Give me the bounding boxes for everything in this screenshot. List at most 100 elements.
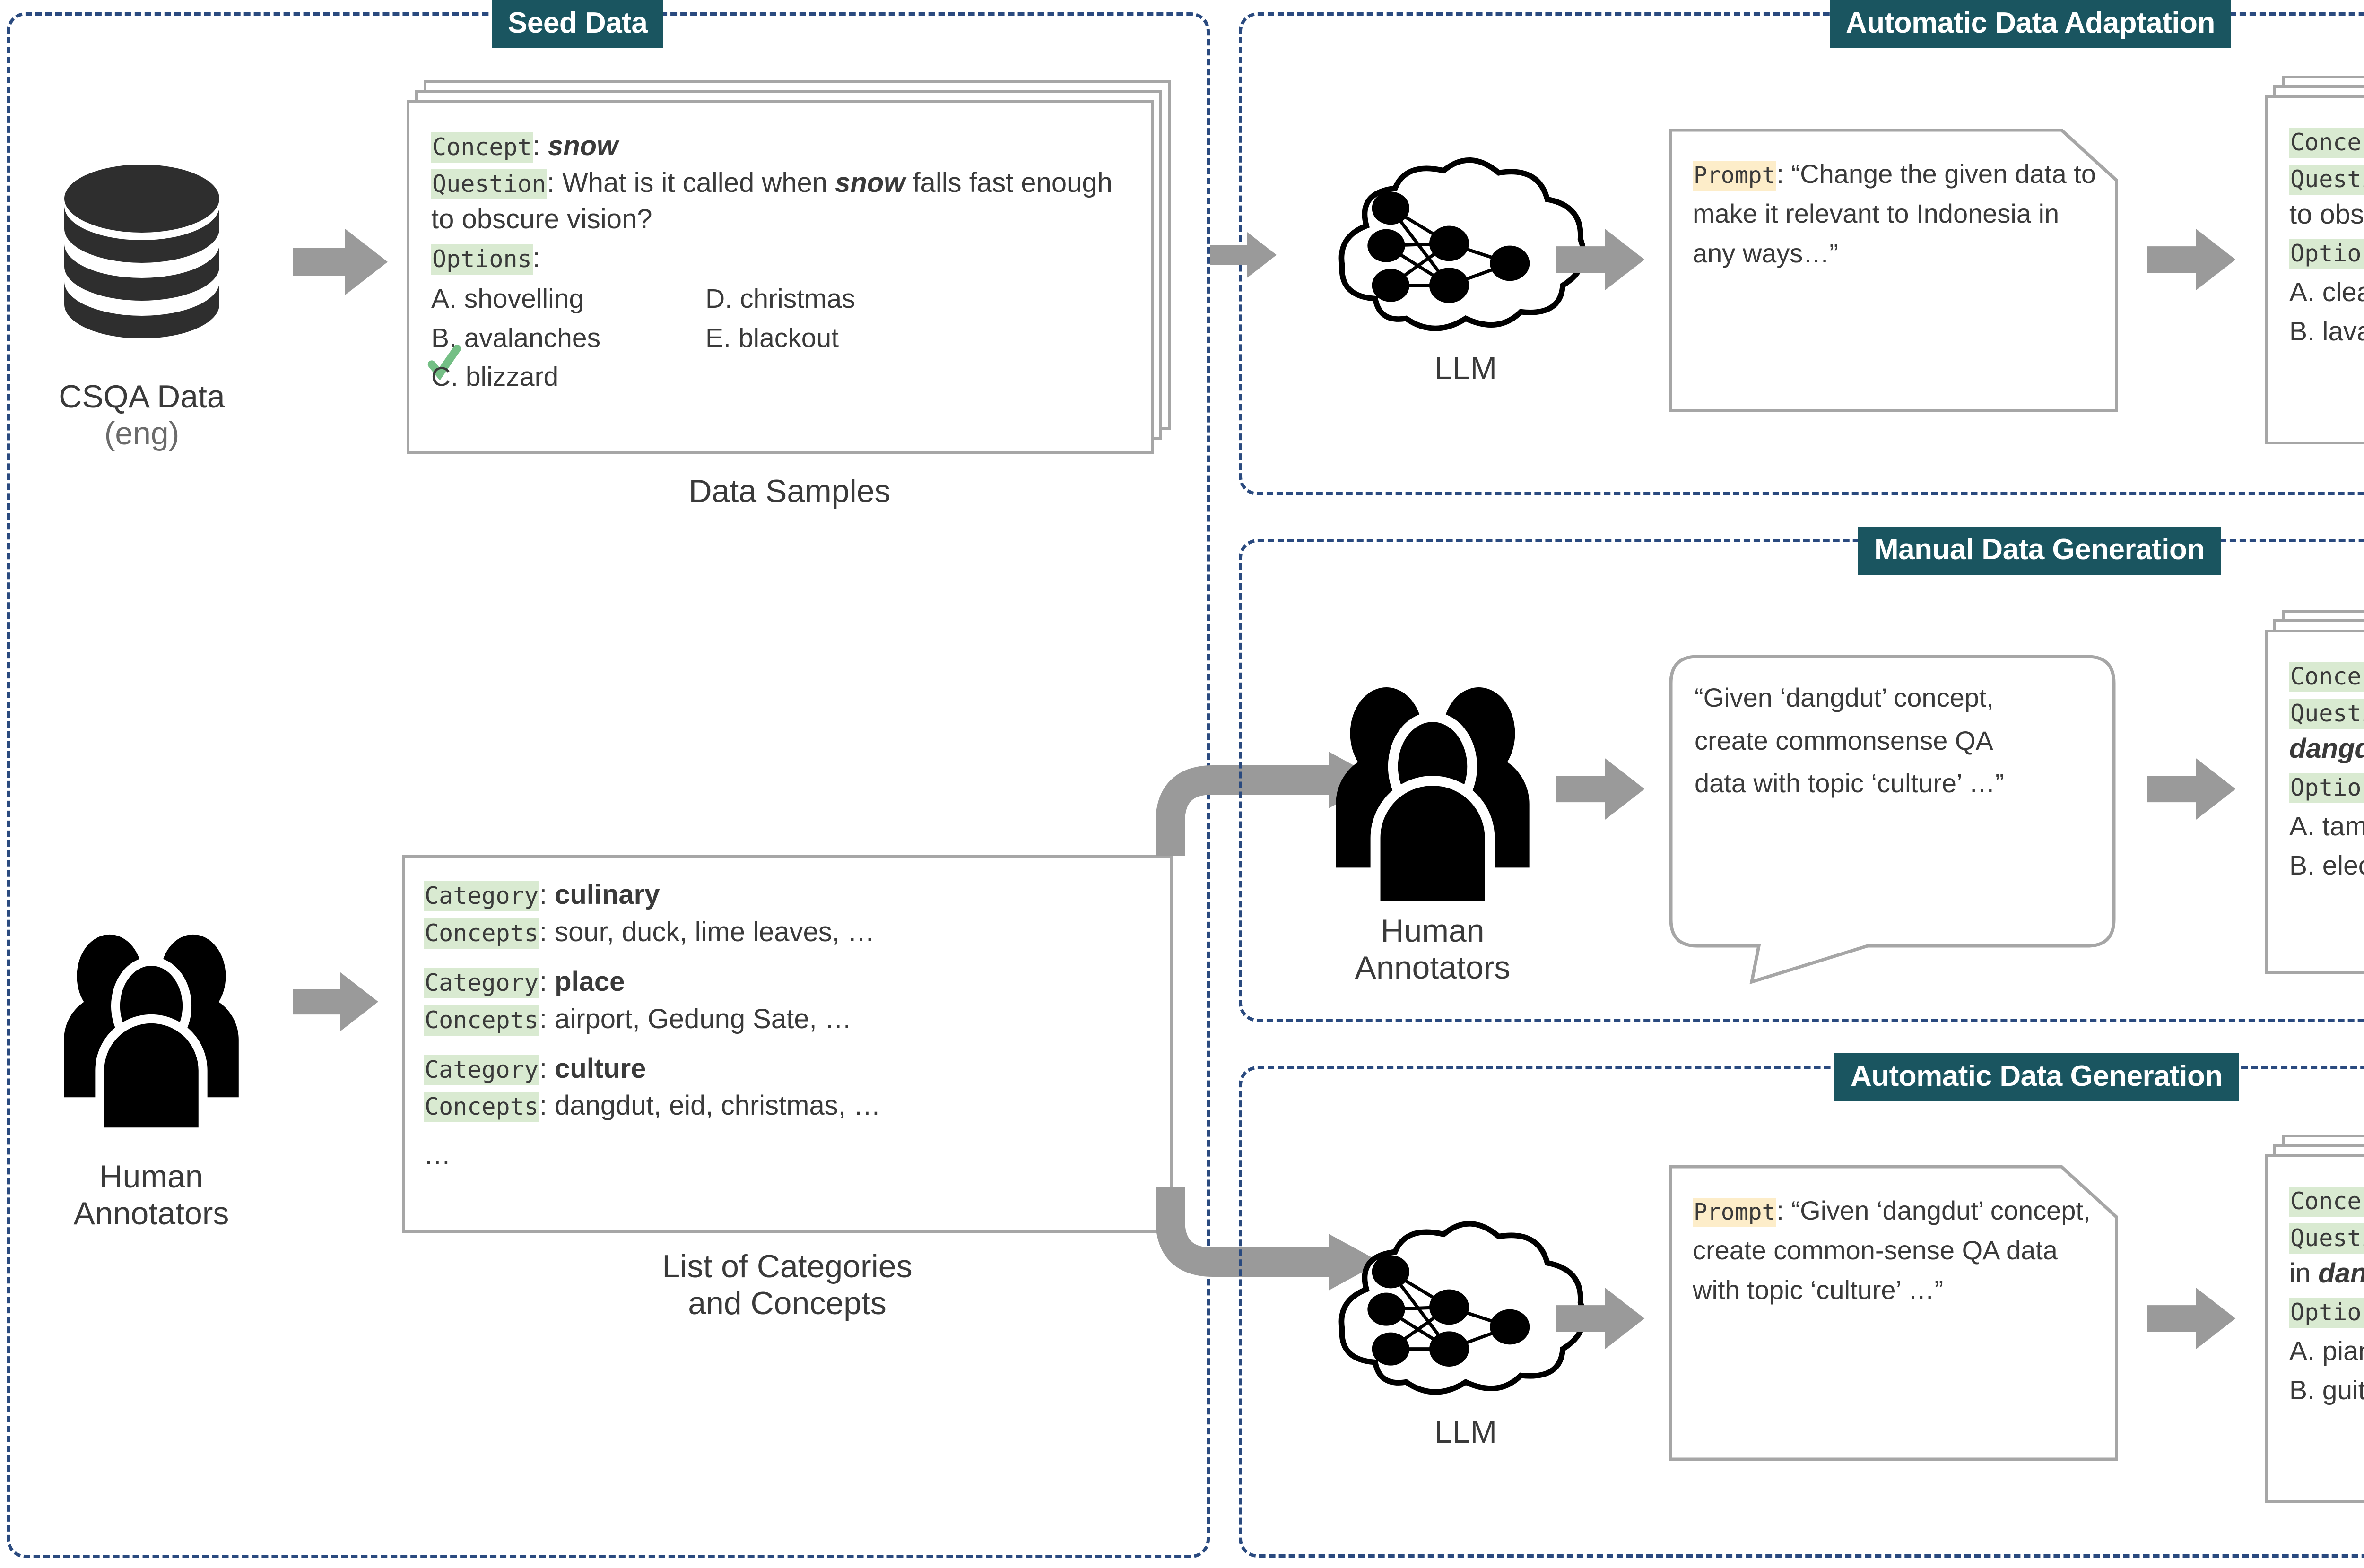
manual-question-row: Question: What musical instrument is kno… — [2289, 694, 2364, 767]
category-row: Category: place — [424, 963, 1154, 1001]
categories-concepts-box: Category: culinary Concepts: sour, duck,… — [402, 855, 1173, 1233]
category-value: place — [555, 966, 625, 997]
llm-cloud-icon — [1333, 1205, 1598, 1409]
category-key: Category — [424, 1055, 539, 1085]
category-value: culinary — [555, 879, 660, 910]
option-text: avalanches — [464, 322, 601, 353]
human-annotators-label-manual: Human Annotators — [1295, 912, 1570, 986]
arrow-db-to-seed-card — [293, 227, 388, 298]
correct-answer-check: C. — [427, 345, 461, 397]
option-item: B. lava — [2289, 312, 2364, 351]
option-item: A. piano — [2289, 1332, 2364, 1371]
option-item: A. tamborine — [2289, 807, 2364, 846]
panel-manual-data-generation — [1239, 539, 2364, 1022]
adapt-options-row: Options: — [2289, 234, 2364, 271]
concepts-key: Concepts — [424, 1092, 539, 1123]
prompt-text: : “Given ‘dangdut’ concept, create commo… — [1693, 1195, 2091, 1305]
human-gen-card-stack: Concept: dangdut Question: What musical … — [2265, 610, 2364, 974]
question-post: falls fast enough to obscure vision? — [2289, 199, 2364, 230]
concepts-key: Concepts — [424, 1005, 539, 1036]
option-letter: A. — [2289, 277, 2315, 307]
option-text: cleaning up — [2322, 277, 2364, 307]
arrow-llm-to-prompt-adapt — [1556, 227, 1645, 293]
option-item: B. guitar — [2289, 1371, 2364, 1410]
people-label-line1: Human — [1381, 913, 1485, 949]
concepts-key: Concepts — [424, 918, 539, 949]
people-icon — [1319, 681, 1546, 917]
option-item: B. avalanches — [431, 319, 705, 358]
seed-concept-row: Concept: snow — [431, 128, 1132, 165]
data-samples-caption: Data Samples — [688, 473, 891, 509]
annotators-label-line1: Human — [99, 1159, 203, 1195]
arrow-prompt-to-card-autogen — [2147, 1286, 2236, 1352]
speech-bubble-text-manual: “Given ‘dangdut’ concept, create commons… — [1695, 683, 2004, 798]
prompt-note-text-autogen: Prompt: “Given ‘dangdut’ concept, create… — [1669, 1165, 2118, 1461]
option-text: lava — [2322, 316, 2364, 347]
question-bold: snow — [835, 167, 905, 198]
adapt-question-row: Question: What is it called when volcani… — [2289, 160, 2364, 233]
question-key: Question — [2289, 1223, 2364, 1254]
panel-automatic-data-generation — [1239, 1066, 2364, 1558]
autogen-concept-row: Concept: dangdut — [2289, 1182, 2364, 1219]
question-post: falls fast enough to obscure vision? — [431, 167, 1112, 235]
seed-options-row: Options: — [431, 240, 1132, 277]
option-item: A. shovelling — [431, 279, 705, 319]
panel-title-automatic-data-generation: Automatic Data Generation — [1834, 1053, 2239, 1101]
option-item: A. cleaning up — [2289, 273, 2364, 312]
option-text: shovelling — [464, 283, 584, 314]
options-key: Options — [431, 244, 533, 275]
llm-adapt-card: Concept: volcanic ash Question: What is … — [2265, 95, 2364, 444]
option-letter: B. — [2289, 850, 2315, 881]
panel-title-automatic-data-adaptation: Automatic Data Adaptation — [1830, 0, 2231, 48]
question-key: Question — [2289, 164, 2364, 195]
llm-adapt-card-stack: Concept: volcanic ash Question: What is … — [2265, 76, 2364, 444]
prompt-key: Prompt — [1693, 161, 1777, 191]
option-letter: A. — [2289, 811, 2315, 841]
human-annotators-label-left: Human Annotators — [9, 1158, 293, 1232]
option-letter: A. — [431, 283, 457, 314]
option-letter: B. — [431, 322, 457, 353]
prompt-note-text-adapt: Prompt: “Change the given data to make i… — [1669, 129, 2118, 412]
autogen-question-row: Question: What musical instruments are m… — [2289, 1219, 2364, 1292]
csqa-data-label-line2: (eng) — [104, 416, 180, 452]
category-row: Category: culinary — [424, 876, 1154, 914]
panel-title-seed-data: Seed Data — [492, 0, 664, 48]
option-item: D. christmas — [705, 279, 1132, 319]
option-letter: B. — [2289, 316, 2315, 347]
prompt-key: Prompt — [1693, 1198, 1777, 1227]
prompt-note-adapt: Prompt: “Change the given data to make i… — [1669, 129, 2118, 412]
manual-options-row: Options: — [2289, 768, 2364, 805]
llm-cloud-icon — [1333, 142, 1598, 345]
seed-data-card-stack: Concept: snow Question: What is it calle… — [407, 80, 1173, 454]
manual-options-grid: A. tamborine C. keyboard E. drum B. elec… — [2289, 807, 2364, 885]
option-letter: D. — [705, 283, 732, 314]
category-key: Category — [424, 968, 539, 998]
adapt-options-grid: A. cleaning up C. eruption E. blackout B… — [2289, 273, 2364, 351]
question-bold: dangdut — [2318, 1258, 2364, 1289]
arrow-llm-to-prompt-autogen — [1556, 1286, 1645, 1352]
concepts-value: sour, duck, lime leaves, … — [555, 916, 875, 947]
categories-concepts-caption: List of Categories and Concepts — [402, 1248, 1173, 1322]
question-pre: What musical instruments are most common… — [2289, 1258, 2311, 1289]
option-text: christmas — [739, 283, 855, 314]
manual-concept-row: Concept: dangdut — [2289, 657, 2364, 694]
llm-gen-card: Concept: dangdut Question: What musical … — [2265, 1154, 2364, 1503]
arrow-people-to-categories — [293, 969, 378, 1035]
question-key: Question — [2289, 698, 2364, 729]
option-letter: E. — [705, 322, 731, 353]
category-row: Category: culture — [424, 1050, 1154, 1088]
adapt-concept-row: Concept: volcanic ash — [2289, 123, 2364, 160]
check-icon — [427, 345, 461, 381]
seed-question-row: Question: What is it called when snow fa… — [431, 167, 1112, 235]
concepts-value: airport, Gedung Sate, … — [555, 1003, 852, 1034]
concepts-value: dangdut, eid, christmas, … — [555, 1090, 881, 1121]
concept-key: Concept — [431, 132, 533, 163]
arrow-prompt-to-card-adapt — [2147, 227, 2236, 293]
option-text: blizzard — [465, 362, 559, 392]
concepts-row: Concepts: airport, Gedung Sate, … — [424, 1001, 1154, 1038]
prompt-text: : “Change the given data to make it rele… — [1693, 159, 2096, 268]
question-pre: What is it called when — [562, 167, 835, 198]
caption-line2: and Concepts — [688, 1285, 886, 1322]
options-key: Options — [2289, 239, 2364, 269]
database-icon — [47, 161, 236, 364]
